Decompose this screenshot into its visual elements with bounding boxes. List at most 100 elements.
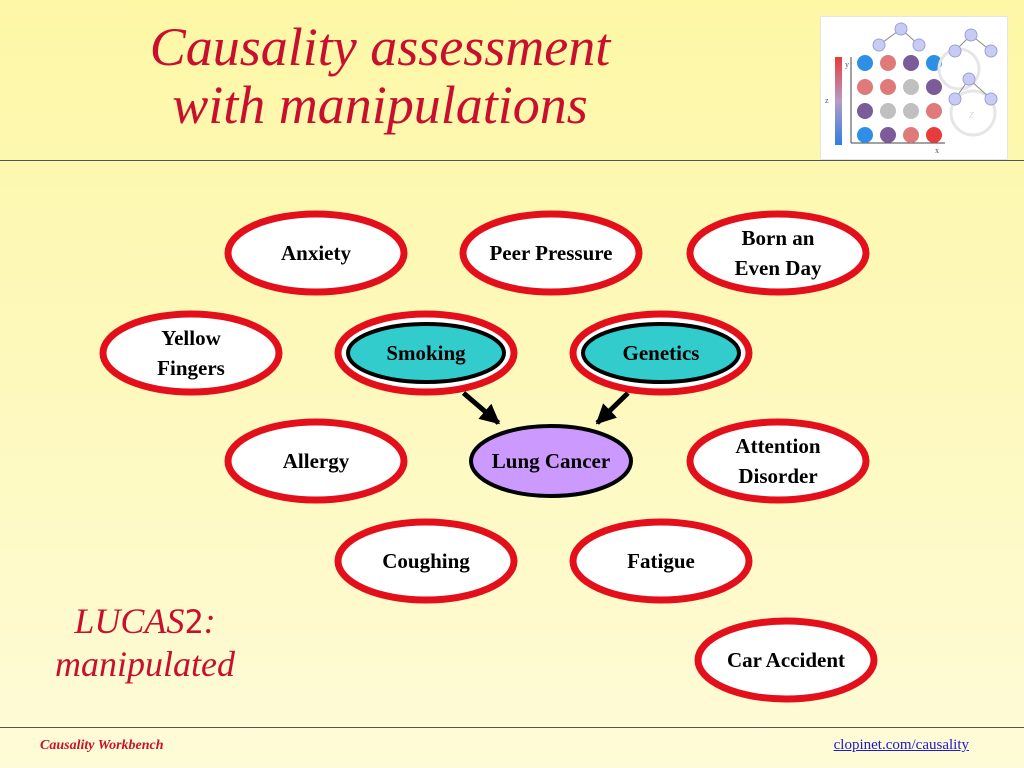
lucas2-caption: LUCAS2: manipulated [20,600,270,685]
node-lung-cancer-fill [469,424,633,498]
caption-line-2: manipulated [55,644,235,684]
thumbnail-dot [926,103,942,119]
footer-workbench-label: Causality Workbench [40,738,164,753]
node-lung-cancer: Lung Cancer [469,424,633,498]
node-anxiety-ring [224,210,408,296]
thumbnail-dot [903,103,919,119]
node-allergy-label-line: Allergy [283,449,350,473]
thumbnail-dot [857,55,873,71]
node-car-accident-label-line: Car Accident [727,648,845,672]
thumbnail-axis-z: z [825,96,829,105]
node-car-accident-ring [694,617,878,703]
node-attention-disorder-label-line: Attention [735,434,820,458]
thumbnail-dot [880,127,896,143]
node-genetics-fill [581,322,741,384]
node-fatigue-label-line: Fatigue [627,549,695,573]
node-allergy: Allergy [224,418,408,504]
thumbnail-graphic: z y x z [825,22,998,155]
node-smoking: Smoking [334,310,518,396]
thumbnail-network: z [872,22,998,137]
node-car-accident-label: Car Accident [727,648,845,672]
edge-smoking-to-lung-cancer [461,391,501,425]
node-lung-cancer-label: Lung Cancer [492,449,610,473]
thumbnail-dot-grid [857,55,942,143]
node-peer-pressure-label-line: Peer Pressure [489,241,612,265]
node-genetics-label: Genetics [623,341,700,365]
slide-title: Causality assessment with manipulations [80,18,680,134]
node-yellow-fingers-label-line: Yellow [161,326,221,350]
thumbnail-node [964,28,978,42]
header-divider [0,160,1024,161]
thumbnail-node [984,44,998,58]
node-genetics: Genetics [569,310,753,396]
node-smoking-label: Smoking [386,341,466,365]
node-anxiety-label: Anxiety [281,241,351,265]
node-peer-pressure-ring [459,210,643,296]
node-born-even-day-ring [686,210,870,296]
node-smoking-label-line: Smoking [386,341,466,365]
caption-number: 2 [184,603,204,641]
thumbnail-dot [880,79,896,95]
node-coughing-label-line: Coughing [382,549,470,573]
thumbnail-dot [857,103,873,119]
node-fatigue: Fatigue [569,518,753,604]
thumbnail-dot [926,127,942,143]
edge-genetics-to-lung-cancer [595,391,630,425]
node-smoking-fill [346,322,506,384]
thumbnail-node [948,92,962,106]
node-fatigue-label: Fatigue [627,549,695,573]
thumbnail-colorbar [835,57,842,145]
node-peer-pressure: Peer Pressure [459,210,643,296]
thumbnail-dot [857,79,873,95]
footer-link[interactable]: clopinet.com/causality [833,737,969,753]
node-coughing: Coughing [334,518,518,604]
thumbnail-dot [903,79,919,95]
thumbnail-node [872,38,886,52]
graph-nodes: Anxiety Peer Pressure Born an Even DayYello… [99,210,878,703]
node-born-even-day-label: Born an Even Day [735,226,822,280]
graph-edges [461,391,630,425]
node-fatigue-ring [569,518,753,604]
thumbnail-node-z: z [968,106,974,121]
thumbnail-node [962,72,976,86]
title-line-2: with manipulations [172,75,588,135]
node-anxiety: Anxiety [224,210,408,296]
node-born-even-day: Born an Even Day [686,210,870,296]
thumbnail-dot [903,127,919,143]
node-born-even-day-label-line: Even Day [735,256,822,280]
node-peer-pressure-label: Peer Pressure [489,241,612,265]
title-line-1: Causality assessment [149,17,611,77]
thumbnail-dot [857,127,873,143]
thumbnail-node [912,38,926,52]
node-attention-disorder-label-line: Disorder [738,464,817,488]
node-lung-cancer-label-line: Lung Cancer [492,449,610,473]
node-yellow-fingers-label-line: Fingers [157,356,225,380]
node-car-accident: Car Accident [694,617,878,703]
node-allergy-label: Allergy [283,449,350,473]
caption-colon: : [203,601,216,641]
caption-prefix: LUCAS [74,601,185,641]
node-born-even-day-label-line: Born an [742,226,815,250]
thumbnail-node [948,44,962,58]
thumbnail-axis-y: y [845,60,849,69]
thumbnail-axis-x: x [935,146,939,155]
thumbnail-node [984,92,998,106]
causality-thumbnail-image: z y x z [820,16,1008,160]
node-anxiety-label-line: Anxiety [281,241,351,265]
caption-line-1: LUCAS2: [20,600,270,643]
node-coughing-ring [334,518,518,604]
footer-divider [0,727,1024,728]
thumbnail-node [894,22,908,36]
node-yellow-fingers-ring [99,310,283,396]
thumbnail-dot [880,55,896,71]
node-genetics-label-line: Genetics [623,341,700,365]
node-attention-disorder-ring [686,418,870,504]
thumbnail-dot [880,103,896,119]
thumbnail-dot [926,79,942,95]
node-allergy-ring [224,418,408,504]
thumbnail-dot [903,55,919,71]
